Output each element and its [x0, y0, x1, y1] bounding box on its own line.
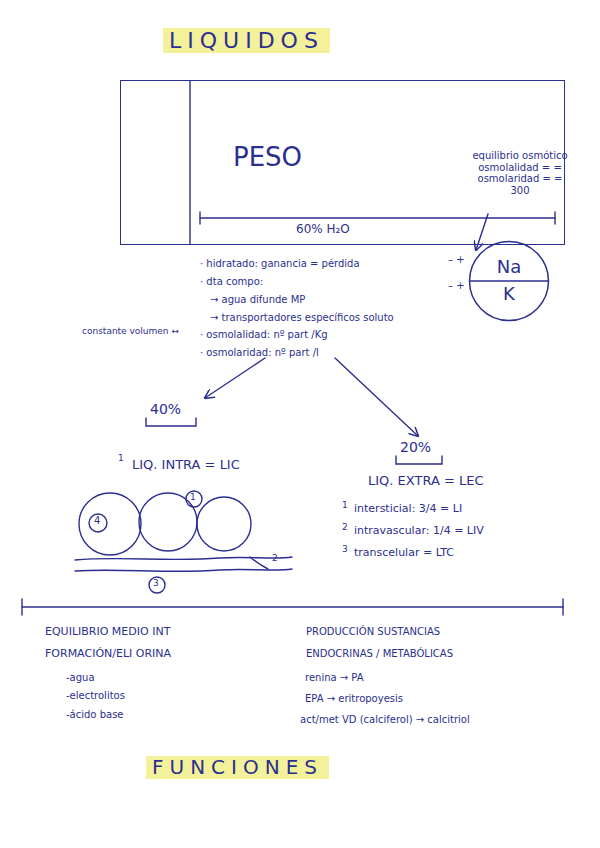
- compartment-item: intersticial: 3/4 = LI: [354, 503, 462, 516]
- list-item: EPA → eritropoyesis: [305, 693, 403, 705]
- page-title: LIQUIDOS: [163, 28, 330, 53]
- compartment-item: intravascular: 1/4 = LIV: [354, 525, 484, 538]
- list-item: -ácido base: [66, 709, 124, 721]
- item-number: 3: [342, 544, 348, 554]
- dimension-label: 60% H₂O: [296, 223, 350, 237]
- compartment-title: LIQ. EXTRA = LEC: [368, 474, 484, 489]
- function-heading: FORMACIÓN/ELI ORINA: [45, 648, 171, 661]
- callout-number: 1: [190, 492, 196, 502]
- function-heading: EQUILIBRIO MEDIO INT: [45, 626, 170, 639]
- ion-label: Na: [497, 257, 522, 278]
- function-heading: ENDOCRINAS / METABÓLICAS: [306, 648, 453, 660]
- compartment-title: LIQ. INTRA = LIC: [132, 458, 240, 473]
- polarity-mark: – +: [448, 280, 465, 292]
- item-number: 1: [342, 500, 348, 510]
- bullet-note: · osmolalidad: nº part /Kg: [200, 329, 328, 341]
- callout-number: 3: [153, 578, 159, 588]
- item-number: 2: [342, 522, 348, 532]
- percentage: 40%: [150, 401, 181, 417]
- circle-outline: [468, 240, 550, 322]
- polarity-mark: – +: [448, 254, 465, 266]
- box-title: PESO: [233, 143, 302, 173]
- bullet-note: · osmolaridad: nº part /l: [200, 347, 319, 359]
- compartment-item: transcelular = LTC: [354, 547, 454, 560]
- item-number: 1: [118, 453, 124, 463]
- ion-label: K: [503, 284, 515, 305]
- list-item: act/met VD (calciferol) → calcitriol: [300, 714, 470, 726]
- bullet-note: · hidratado: ganancia = pérdida: [200, 258, 360, 270]
- ion-circle: NaK: [468, 240, 550, 322]
- function-heading: PRODUCCIÓN SUSTANCIAS: [306, 626, 440, 638]
- side-note: constante volumen ↔: [82, 326, 179, 336]
- callout-number: 4: [94, 515, 100, 527]
- note: equilibrio osmótico osmolalidad = = osmo…: [470, 150, 570, 196]
- bullet-note: → agua difunde MP: [210, 294, 305, 306]
- list-item: -agua: [66, 672, 95, 684]
- callout-number: 2: [272, 553, 278, 563]
- bullet-note: → transportadores específicos soluto: [210, 312, 394, 324]
- bullet-note: · dta compo:: [200, 276, 263, 288]
- list-item: renina → PA: [305, 672, 364, 684]
- percentage: 20%: [400, 439, 431, 455]
- list-item: -electrolitos: [66, 690, 125, 702]
- section-title: FUNCIONES: [146, 756, 329, 779]
